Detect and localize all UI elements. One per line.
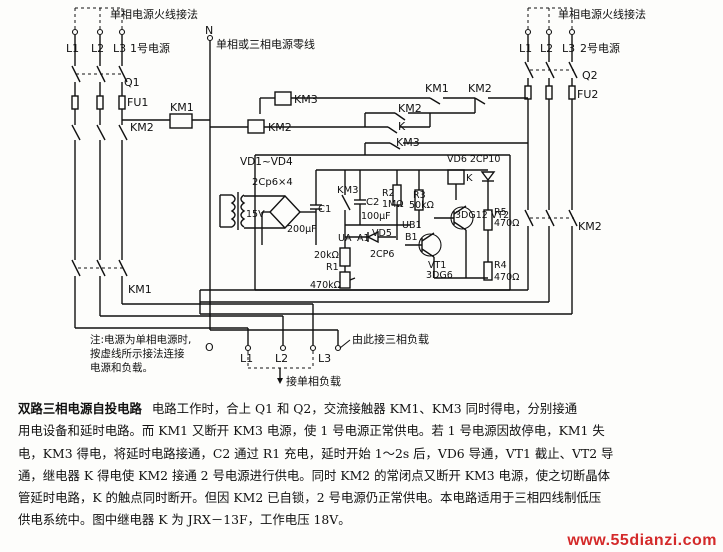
desc-line-3: 电，KM3 得电，将延时电路接通，C2 通过 R1 充电，延时开始 1～2s 后… bbox=[18, 445, 614, 461]
label-r4: R4 bbox=[494, 260, 507, 271]
desc-line-6: 供电系统中。图中继电器 K 为 JRX－13F，工作电压 18V。 bbox=[18, 512, 351, 528]
label-r3: R3 bbox=[413, 190, 426, 201]
label-k-coil: K bbox=[466, 173, 473, 184]
label-km3-sw: KM3 bbox=[337, 185, 359, 196]
label-ol3: L3 bbox=[318, 352, 331, 365]
label-15v: 15V bbox=[246, 209, 265, 220]
label-km3-mid: KM3 bbox=[396, 136, 420, 149]
label-km2-right: KM2 bbox=[578, 220, 602, 233]
label-vd-bridge: VD1~VD4 bbox=[240, 156, 293, 168]
source-1-lines bbox=[71, 7, 128, 328]
label-l3: L3 bbox=[113, 42, 126, 55]
label-r3v: 50kΩ bbox=[409, 200, 434, 211]
label-vt1v: 3DG6 bbox=[426, 270, 453, 281]
label-one-load: 接单相负载 bbox=[286, 374, 341, 388]
label-r1: R1 bbox=[326, 262, 339, 273]
label-l1b: L1 bbox=[519, 42, 532, 55]
timer-board bbox=[219, 154, 511, 291]
circuit-diagram: 单相电源火线接法 单相电源火线接法 L1 L2 L3 1号电源 L1 L2 L3… bbox=[66, 7, 646, 388]
label-o: O bbox=[205, 341, 214, 354]
label-note1: 注:电源为单相电源时, bbox=[90, 333, 191, 346]
desc-line-1-text: 电路工作时，合上 Q1 和 Q2，交流接触器 KM1、KM3 同时得电，分别接通 bbox=[151, 401, 578, 416]
label-ua: UA bbox=[338, 233, 352, 244]
circuit-description: 双路三相电源自投电路电路工作时，合上 Q1 和 Q2，交流接触器 KM1、KM3… bbox=[18, 398, 708, 532]
control-circuit bbox=[122, 91, 528, 155]
label-src2-fire: 单相电源火线接法 bbox=[558, 7, 646, 21]
label-src1-fire: 单相电源火线接法 bbox=[110, 7, 198, 21]
label-note2: 按虚线所示接法连接 bbox=[90, 347, 185, 360]
label-ol2: L2 bbox=[275, 352, 288, 365]
label-note3: 电源和负载。 bbox=[90, 361, 153, 374]
label-km2-top: KM2 bbox=[468, 82, 492, 95]
label-fu1: FU1 bbox=[127, 96, 148, 109]
label-km3-coil: KM3 bbox=[294, 93, 318, 106]
label-c1: C1 bbox=[318, 204, 331, 215]
label-km2-left: KM2 bbox=[130, 121, 154, 134]
label-rp: 470kΩ bbox=[310, 280, 341, 291]
label-r2: R2 bbox=[382, 188, 395, 199]
label-cp6: 2CP6 bbox=[370, 249, 394, 260]
label-cap1: 200μF bbox=[287, 224, 317, 235]
label-km1-coil: KM1 bbox=[170, 101, 194, 114]
label-cp-bridge: 2Cp6×4 bbox=[252, 177, 293, 188]
label-vt1: VT1 bbox=[428, 260, 446, 271]
label-l1: L1 bbox=[66, 42, 79, 55]
desc-line-5: 管延时电路，K 的触点同时断开。但因 KM2 已自锁，2 号电源仍正常供电。本电… bbox=[18, 490, 602, 506]
label-fu2: FU2 bbox=[577, 88, 598, 101]
label-three-load: 由此接三相负载 bbox=[352, 332, 429, 346]
label-vd6: VD6 2CP10 bbox=[447, 154, 500, 165]
label-r1v: 20kΩ bbox=[314, 250, 339, 261]
desc-line-2: 用电设备和延时电路。而 KM1 又断开 KM3 电源，使 1 号电源正常供电。若… bbox=[18, 423, 605, 439]
label-a1: A1 bbox=[357, 233, 370, 244]
label-km1-left: KM1 bbox=[128, 283, 152, 296]
label-km2-mid: KM2 bbox=[398, 102, 422, 115]
neutral-and-output bbox=[75, 34, 351, 384]
label-km2-coil: KM2 bbox=[268, 121, 292, 134]
label-neutral: 单相或三相电源零线 bbox=[216, 37, 315, 51]
label-src2-name: 2号电源 bbox=[580, 41, 620, 55]
label-vd5: VD5 bbox=[372, 228, 392, 239]
desc-heading: 双路三相电源自投电路 bbox=[18, 401, 142, 416]
label-r5: R5 bbox=[494, 207, 507, 218]
desc-line-4: 通，继电器 K 得电使 KM2 接通 2 号电源进行供电。同时 KM2 的常闭点… bbox=[18, 467, 611, 483]
watermark: www.55dianzi.com bbox=[567, 532, 717, 549]
label-b1: B1 bbox=[405, 232, 418, 243]
label-km1-top: KM1 bbox=[425, 82, 449, 95]
label-r2v: 1MΩ bbox=[382, 199, 404, 210]
label-l3b: L3 bbox=[562, 42, 575, 55]
label-l2b: L2 bbox=[540, 42, 553, 55]
label-src1-name: 1号电源 bbox=[130, 41, 170, 55]
label-l2: L2 bbox=[91, 42, 104, 55]
label-ol1: L1 bbox=[240, 352, 253, 365]
label-vt2: 3DG12 VT2 bbox=[455, 210, 509, 221]
label-cap2: 100μF bbox=[361, 211, 391, 222]
desc-line-1: 双路三相电源自投电路电路工作时，合上 Q1 和 Q2，交流接触器 KM1、KM3… bbox=[18, 398, 708, 420]
label-n: N bbox=[205, 24, 213, 37]
label-k-mid: K bbox=[398, 120, 406, 133]
label-r5v: 470Ω bbox=[494, 218, 519, 229]
label-r4v: 470Ω bbox=[494, 272, 519, 283]
label-q1: Q1 bbox=[124, 76, 140, 89]
label-ub1: UB1 bbox=[402, 220, 422, 231]
diagram-labels: 单相电源火线接法 单相电源火线接法 L1 L2 L3 1号电源 L1 L2 L3… bbox=[66, 7, 646, 388]
label-q2: Q2 bbox=[582, 69, 598, 82]
label-c2: C2 bbox=[366, 197, 379, 208]
